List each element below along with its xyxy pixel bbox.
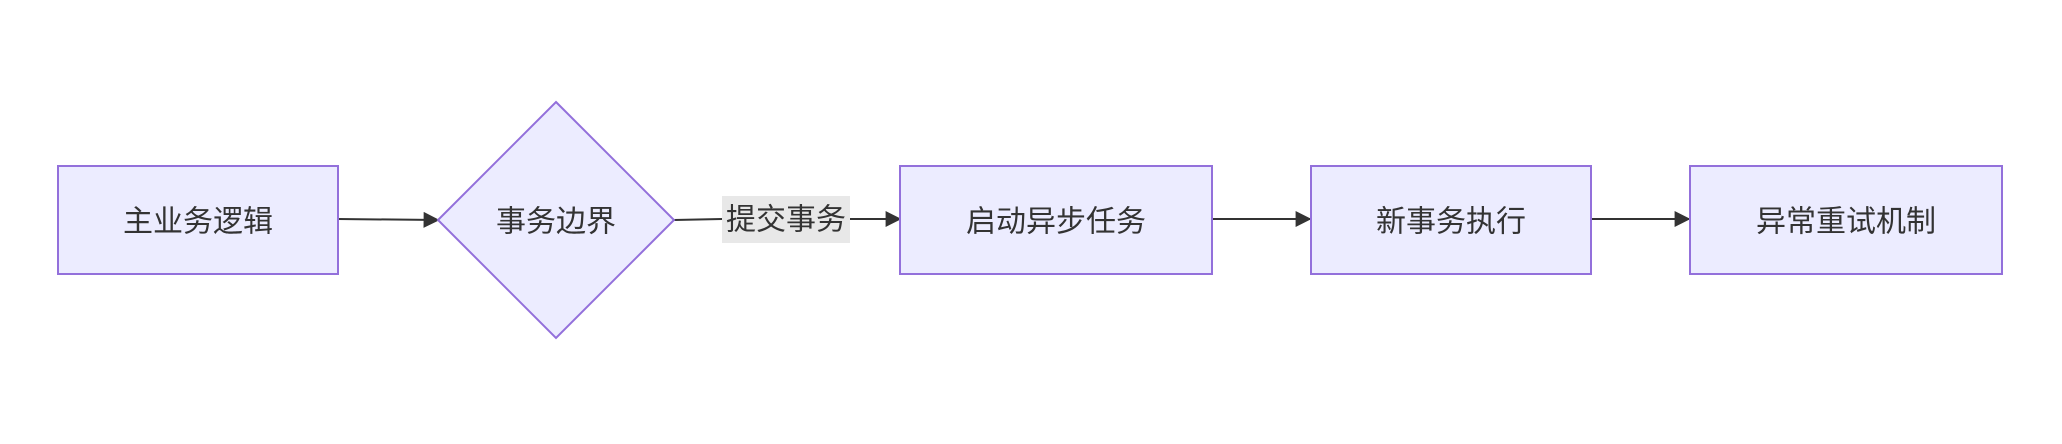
edge-label-background	[722, 196, 850, 243]
node-start-async-label: 启动异步任务	[966, 205, 1146, 240]
edge-tx-boundary-to-label	[673, 218, 723, 221]
node-main-logic-label: 主业务逻辑	[123, 205, 273, 240]
node-retry-label: 异常重试机制	[1756, 205, 1936, 240]
node-tx-boundary[interactable]: 事务边界	[436, 100, 676, 340]
node-new-tx[interactable]: 新事务执行	[1310, 165, 1592, 275]
node-main-logic-box	[57, 165, 339, 275]
node-start-async[interactable]: 启动异步任务	[899, 165, 1213, 275]
node-start-async-box	[899, 165, 1213, 275]
node-new-tx-box	[1310, 165, 1592, 275]
node-retry[interactable]: 异常重试机制	[1689, 165, 2003, 275]
node-tx-boundary-label: 事务边界	[496, 205, 616, 240]
edge-main-logic-to-tx-boundary	[337, 211, 440, 228]
node-retry-box	[1689, 165, 2003, 275]
edge-label-text: 提交事务	[726, 203, 846, 238]
edges	[337, 211, 1691, 228]
edge-label-commit-tx: 提交事务	[722, 196, 850, 243]
node-main-logic[interactable]: 主业务逻辑	[57, 165, 339, 275]
node-new-tx-label: 新事务执行	[1376, 205, 1526, 240]
node-tx-boundary-diamond	[436, 100, 676, 340]
